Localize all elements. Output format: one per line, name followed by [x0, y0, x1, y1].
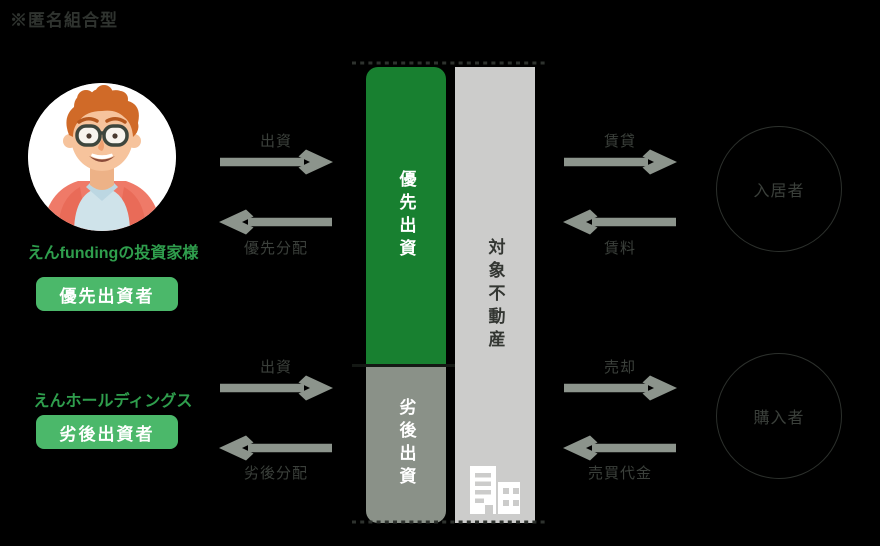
investor-avatar	[28, 83, 176, 231]
tenant-circle: 入居者	[716, 126, 842, 252]
label-invest-sub: 出資	[259, 359, 292, 376]
target-property-label: 対象不動産	[485, 237, 505, 353]
label-invest-senior: 出資	[259, 133, 292, 150]
buyer-circle: 購入者	[716, 353, 842, 479]
label-lease: 賃貸	[603, 133, 636, 150]
subordinated-investment-bar: 劣後出資	[366, 365, 446, 523]
senior-investment-label: 優先出資	[396, 170, 416, 262]
arrow-left-senior-distribution	[219, 209, 332, 235]
arrow-left-sale-proceeds	[563, 435, 676, 461]
senior-investor-badge: 優先出資者	[36, 277, 178, 311]
arrow-left-sub-distribution	[219, 435, 332, 461]
subordinated-investment-label: 劣後出資	[396, 398, 416, 490]
target-property-bar: 対象不動産	[455, 67, 535, 523]
label-rent: 賃料	[603, 240, 636, 257]
label-senior-distribution: 優先分配	[243, 240, 308, 257]
subordinated-investor-badge: 劣後出資者	[36, 415, 178, 449]
tenant-label: 入居者	[753, 183, 805, 200]
senior-sub-divider	[352, 364, 457, 367]
label-sub-distribution: 劣後分配	[243, 465, 308, 482]
diagram-title: ※匿名組合型	[10, 11, 118, 30]
arrow-left-rent	[563, 209, 676, 235]
building-icon	[470, 466, 520, 514]
arrow-right-invest-senior	[220, 149, 333, 175]
label-sale: 売却	[603, 359, 636, 376]
investor-name: えんfundingの投資家様	[27, 245, 199, 262]
dashed-line-top	[352, 61, 548, 65]
arrow-right-sale	[564, 375, 677, 401]
holdings-name: えんホールディングス	[33, 393, 193, 410]
label-sale-proceeds: 売買代金	[587, 465, 652, 482]
investor-avatar-illustration	[28, 83, 176, 231]
arrow-right-lease	[564, 149, 677, 175]
dashed-line-bottom	[352, 520, 548, 524]
arrow-right-invest-sub	[220, 375, 333, 401]
buyer-label: 購入者	[753, 410, 805, 427]
senior-investment-bar: 優先出資	[366, 67, 446, 365]
